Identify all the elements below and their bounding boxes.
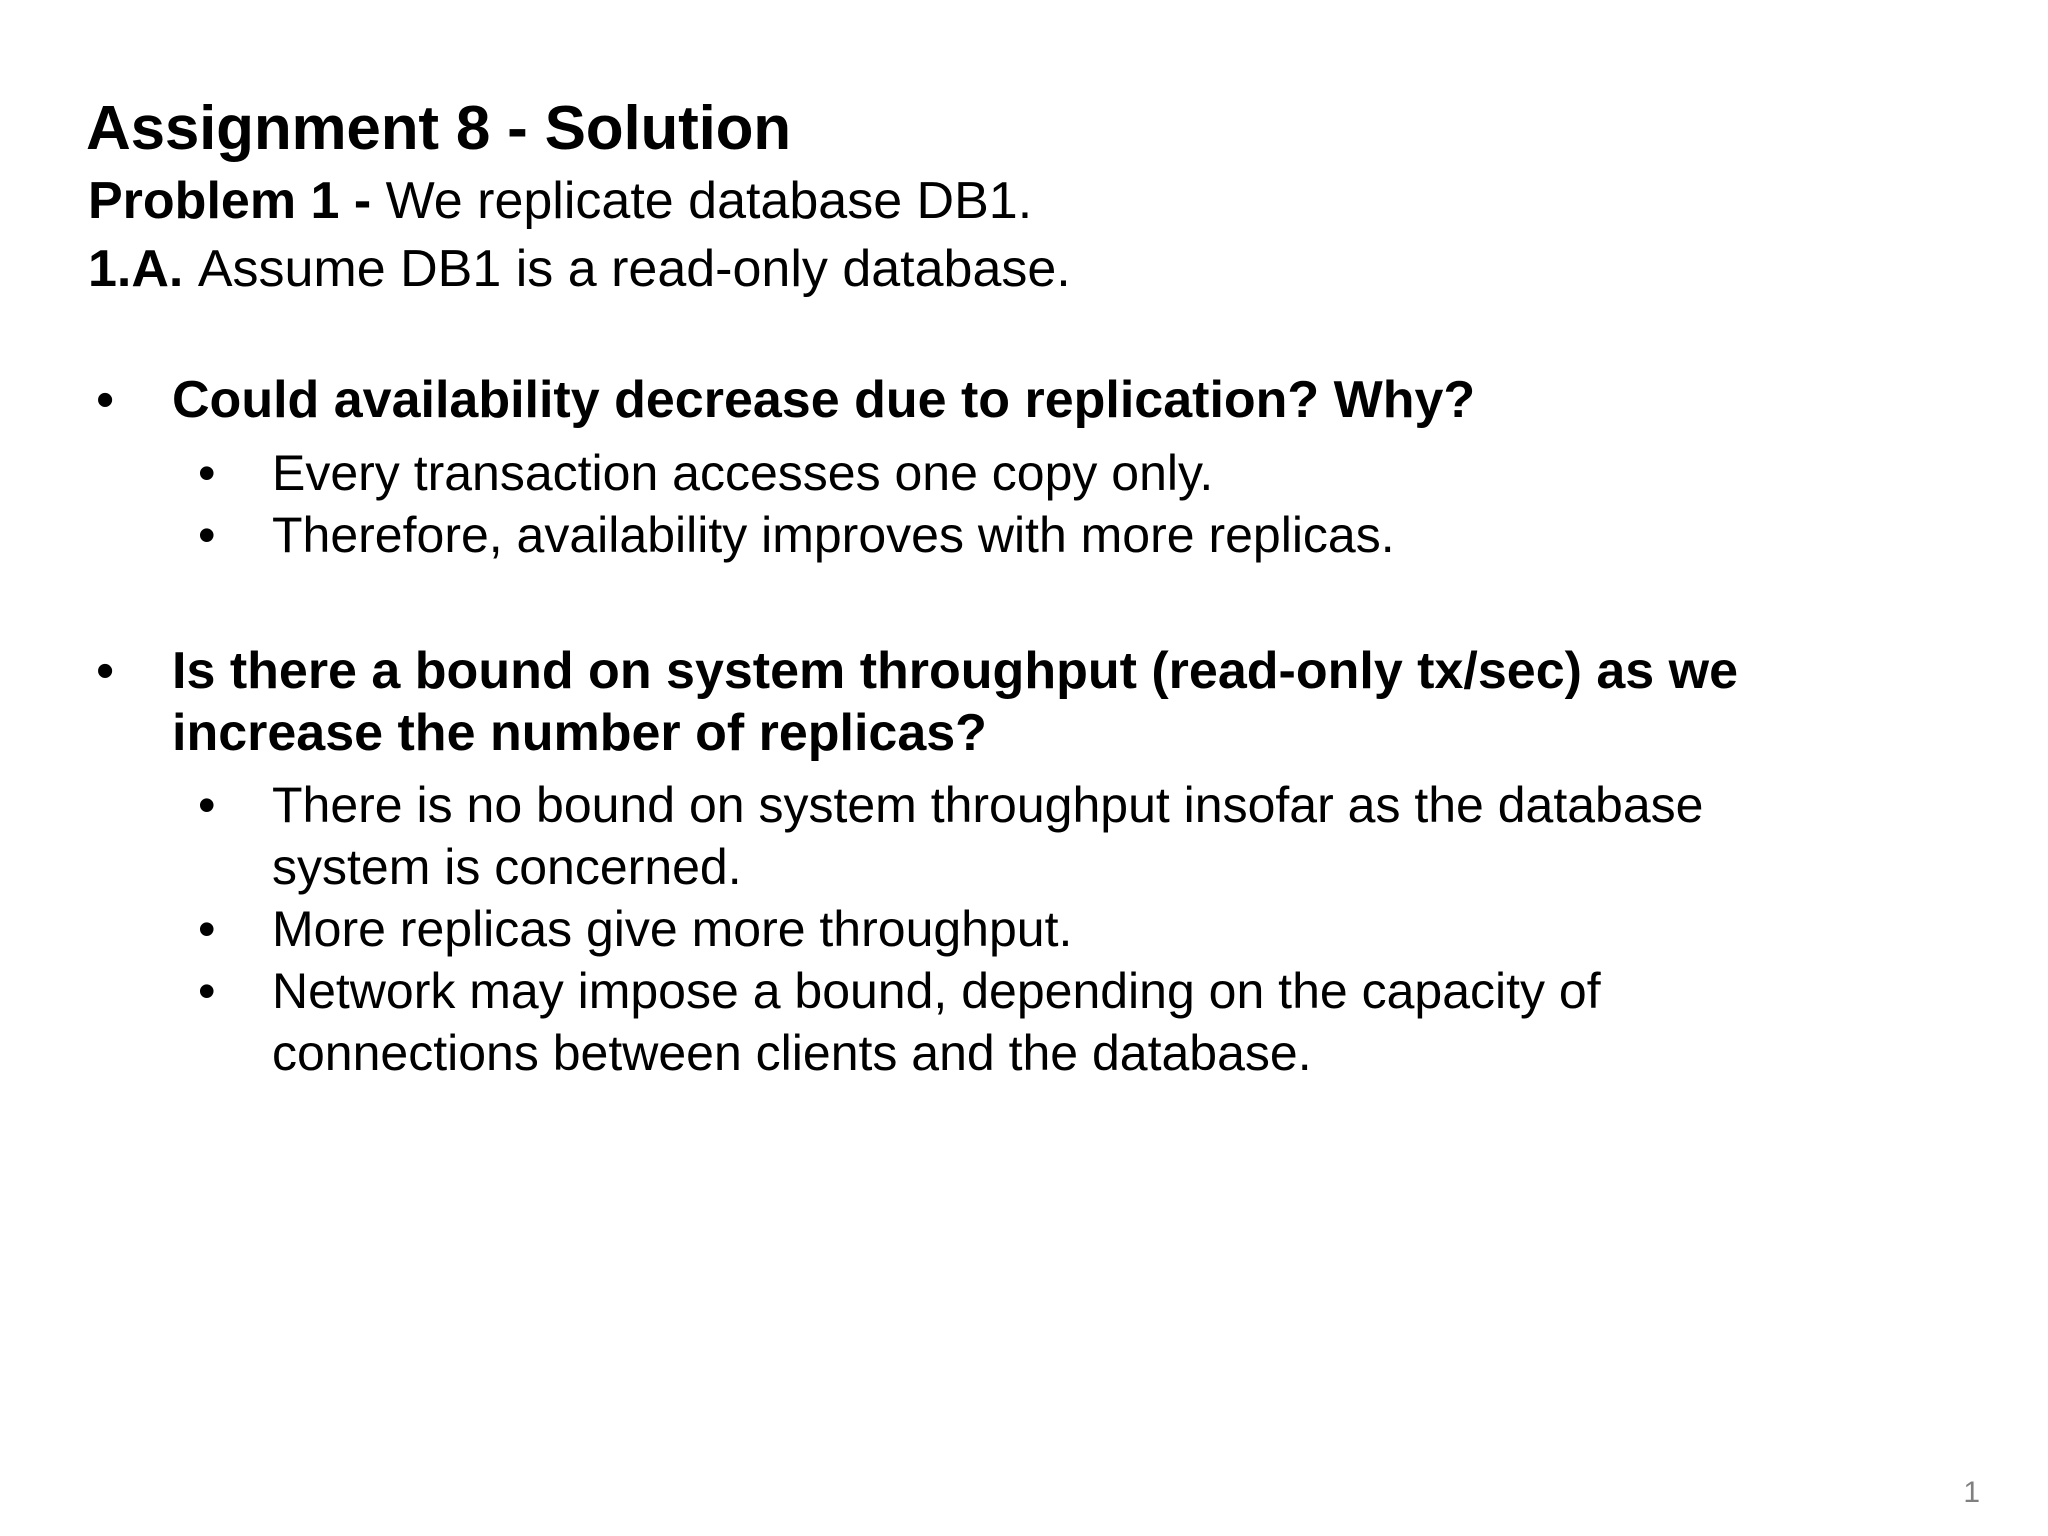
- list-item: • Every transaction accesses one copy on…: [0, 442, 2048, 504]
- spacer: [0, 566, 2048, 640]
- bullet-dot-icon: •: [96, 641, 115, 700]
- intro-line-subproblem: 1.A. Assume DB1 is a read-only database.: [0, 236, 2048, 304]
- list-item: • Network may impose a bound, depending …: [0, 960, 2048, 1084]
- bullet-heading-availability: • Could availability decrease due to rep…: [0, 369, 2048, 431]
- spacer: [0, 303, 2048, 369]
- bullet-dot-icon: •: [96, 371, 115, 430]
- bullet-heading-text: Is there a bound on system throughput (r…: [172, 641, 1739, 762]
- list-item-text: Network may impose a bound, depending on…: [272, 963, 1601, 1082]
- page-number: 1: [1963, 1476, 1980, 1509]
- sub-bullet-list-availability: • Every transaction accesses one copy on…: [0, 442, 2048, 566]
- intro-rest-subproblem: Assume DB1 is a read-only database.: [197, 239, 1071, 298]
- bullet-heading-text: Could availability decrease due to repli…: [172, 371, 1476, 430]
- intro-lead-problem: Problem 1 -: [88, 172, 386, 230]
- bullet-dot-icon: •: [198, 963, 216, 1020]
- list-item: • More replicas give more throughput.: [0, 898, 2048, 960]
- intro-line-problem: Problem 1 - We replicate database DB1.: [0, 168, 2048, 236]
- list-item: • There is no bound on system throughput…: [0, 774, 2048, 898]
- bullet-heading-throughput: • Is there a bound on system throughput …: [0, 640, 2048, 765]
- slide-body: Problem 1 - We replicate database DB1. 1…: [0, 168, 2048, 1084]
- page-title: Assignment 8 - Solution: [86, 93, 791, 163]
- sub-bullet-list-throughput: • There is no bound on system throughput…: [0, 774, 2048, 1084]
- bullet-group-availability: • Could availability decrease due to rep…: [0, 369, 2048, 431]
- bullet-dot-icon: •: [198, 901, 216, 958]
- spacer: [0, 764, 2048, 774]
- list-item-text: Every transaction accesses one copy only…: [272, 444, 1214, 501]
- spacer: [0, 432, 2048, 442]
- list-item-text: There is no bound on system throughput i…: [272, 777, 1704, 896]
- list-item: • Therefore, availability improves with …: [0, 504, 2048, 566]
- bullet-dot-icon: •: [198, 444, 216, 501]
- list-item-text: Therefore, availability improves with mo…: [272, 506, 1395, 563]
- bullet-dot-icon: •: [198, 777, 216, 834]
- bullet-group-throughput: • Is there a bound on system throughput …: [0, 640, 2048, 765]
- list-item-text: More replicas give more throughput.: [272, 901, 1073, 958]
- intro-rest-problem: We replicate database DB1.: [385, 172, 1033, 230]
- intro-lead-subproblem: 1.A.: [88, 239, 198, 298]
- bullet-dot-icon: •: [198, 506, 216, 563]
